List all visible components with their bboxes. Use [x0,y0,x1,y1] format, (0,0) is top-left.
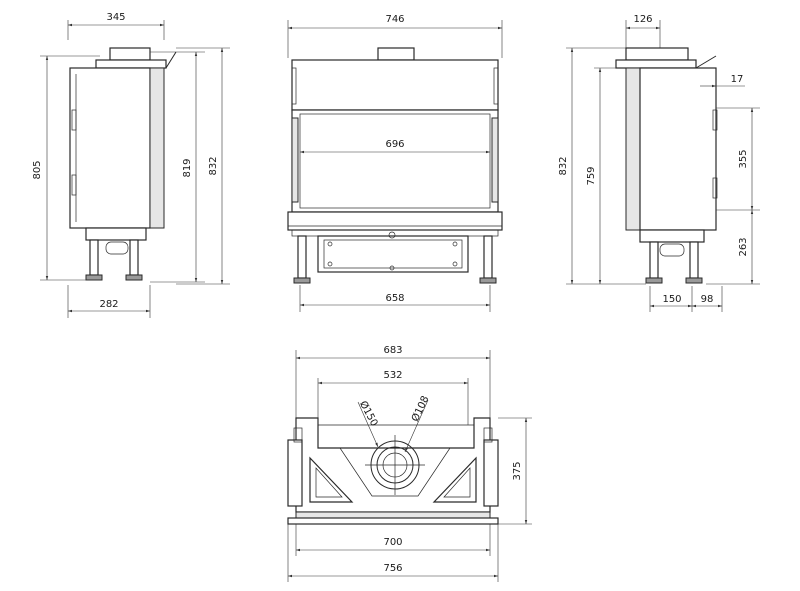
dim-17: 17 [731,74,744,85]
dim-746: 746 [385,14,404,25]
dim-832-left: 832 [208,156,219,175]
side-view-right: 126 17 832 759 355 263 150 98 [558,14,760,312]
front-view: 746 696 658 [287,14,503,312]
dim-375: 375 [512,461,523,480]
dim-805: 805 [32,160,43,179]
dim-126: 126 [633,14,652,25]
dim-98: 98 [701,294,714,305]
dim-355: 355 [738,149,749,168]
plan-view: Ø150 Ø108 683 532 375 700 756 [287,345,532,582]
dim-282: 282 [99,299,118,310]
dim-diameter-108: Ø108 [409,394,431,424]
side-view-left: 345 282 805 819 832 [32,12,230,318]
dim-345: 345 [106,12,125,23]
dim-819: 819 [182,158,193,177]
dim-759: 759 [586,166,597,185]
dim-diameter-150: Ø150 [357,399,380,428]
dim-700: 700 [383,537,402,548]
dim-683: 683 [383,345,402,356]
dim-696: 696 [385,139,404,150]
dim-532: 532 [383,370,402,381]
dim-756: 756 [383,563,402,574]
dim-832-right: 832 [558,156,569,175]
dim-658: 658 [385,293,404,304]
dim-263: 263 [738,237,749,256]
dim-150: 150 [662,294,681,305]
